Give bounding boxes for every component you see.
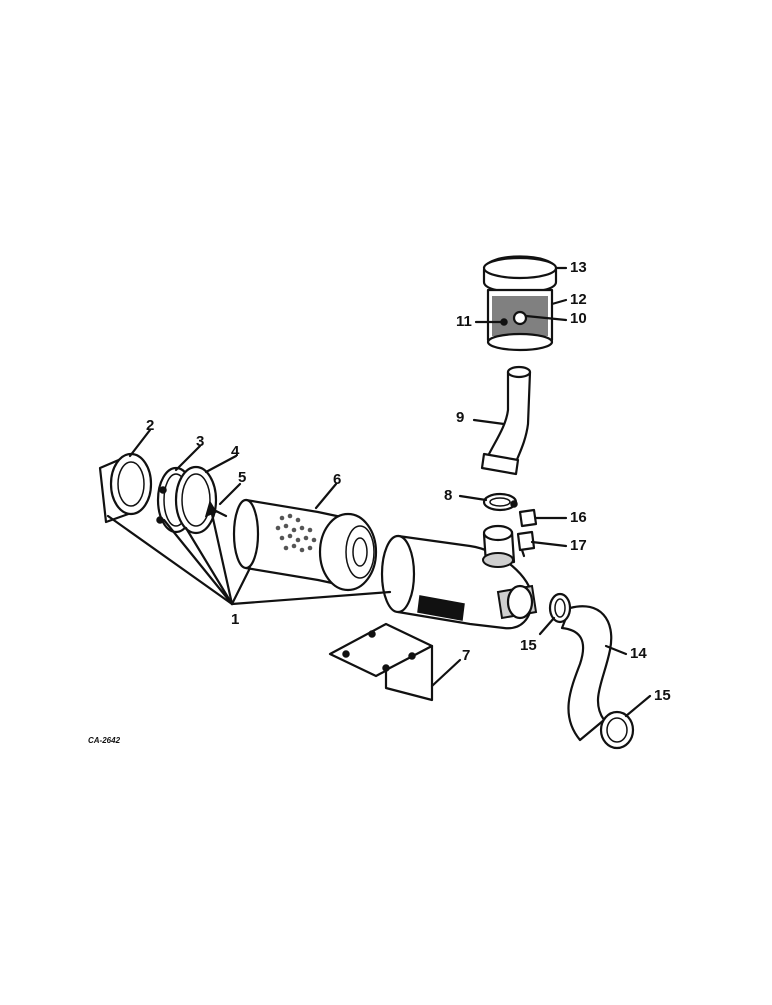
part-4-ring <box>174 465 218 535</box>
callout-5: 5 <box>238 469 247 486</box>
callout-17: 17 <box>570 537 587 554</box>
part-16-fitting <box>518 508 538 528</box>
part-6-perforations <box>275 513 317 553</box>
callout-15-lower: 15 <box>654 687 671 704</box>
callout-8: 8 <box>444 487 453 504</box>
callout-16: 16 <box>570 509 587 526</box>
callout-15-upper: 15 <box>520 637 537 654</box>
part-10-nut <box>512 310 528 326</box>
callout-11: 11 <box>456 313 472 330</box>
leader-lines <box>106 266 652 718</box>
figure-code: CA-2642 <box>88 736 121 745</box>
callout-2: 2 <box>146 417 155 434</box>
part-15-clamp-lower <box>599 710 635 750</box>
part-2-sleeve <box>98 452 153 524</box>
part-14-hose <box>560 605 613 742</box>
callout-6: 6 <box>333 471 342 488</box>
callout-13: 13 <box>570 259 587 276</box>
callout-1: 1 <box>231 611 240 628</box>
part-13-precleaner-cap <box>482 255 558 294</box>
callout-4: 4 <box>231 443 240 460</box>
part-1-cleaner-body <box>380 524 538 630</box>
part-17-valve <box>516 530 536 558</box>
callout-7: 7 <box>462 647 471 664</box>
part-15-clamp-upper <box>548 592 572 624</box>
callout-3: 3 <box>196 433 205 450</box>
part-8-clamp <box>482 492 518 512</box>
part-6-filter-element <box>232 498 378 592</box>
callout-14: 14 <box>630 645 647 662</box>
callout-10: 10 <box>570 310 587 327</box>
part-7-bracket <box>328 622 434 702</box>
part-9-elbow-tube <box>480 365 532 476</box>
callout-12: 12 <box>570 291 587 308</box>
callout-9: 9 <box>456 409 465 426</box>
